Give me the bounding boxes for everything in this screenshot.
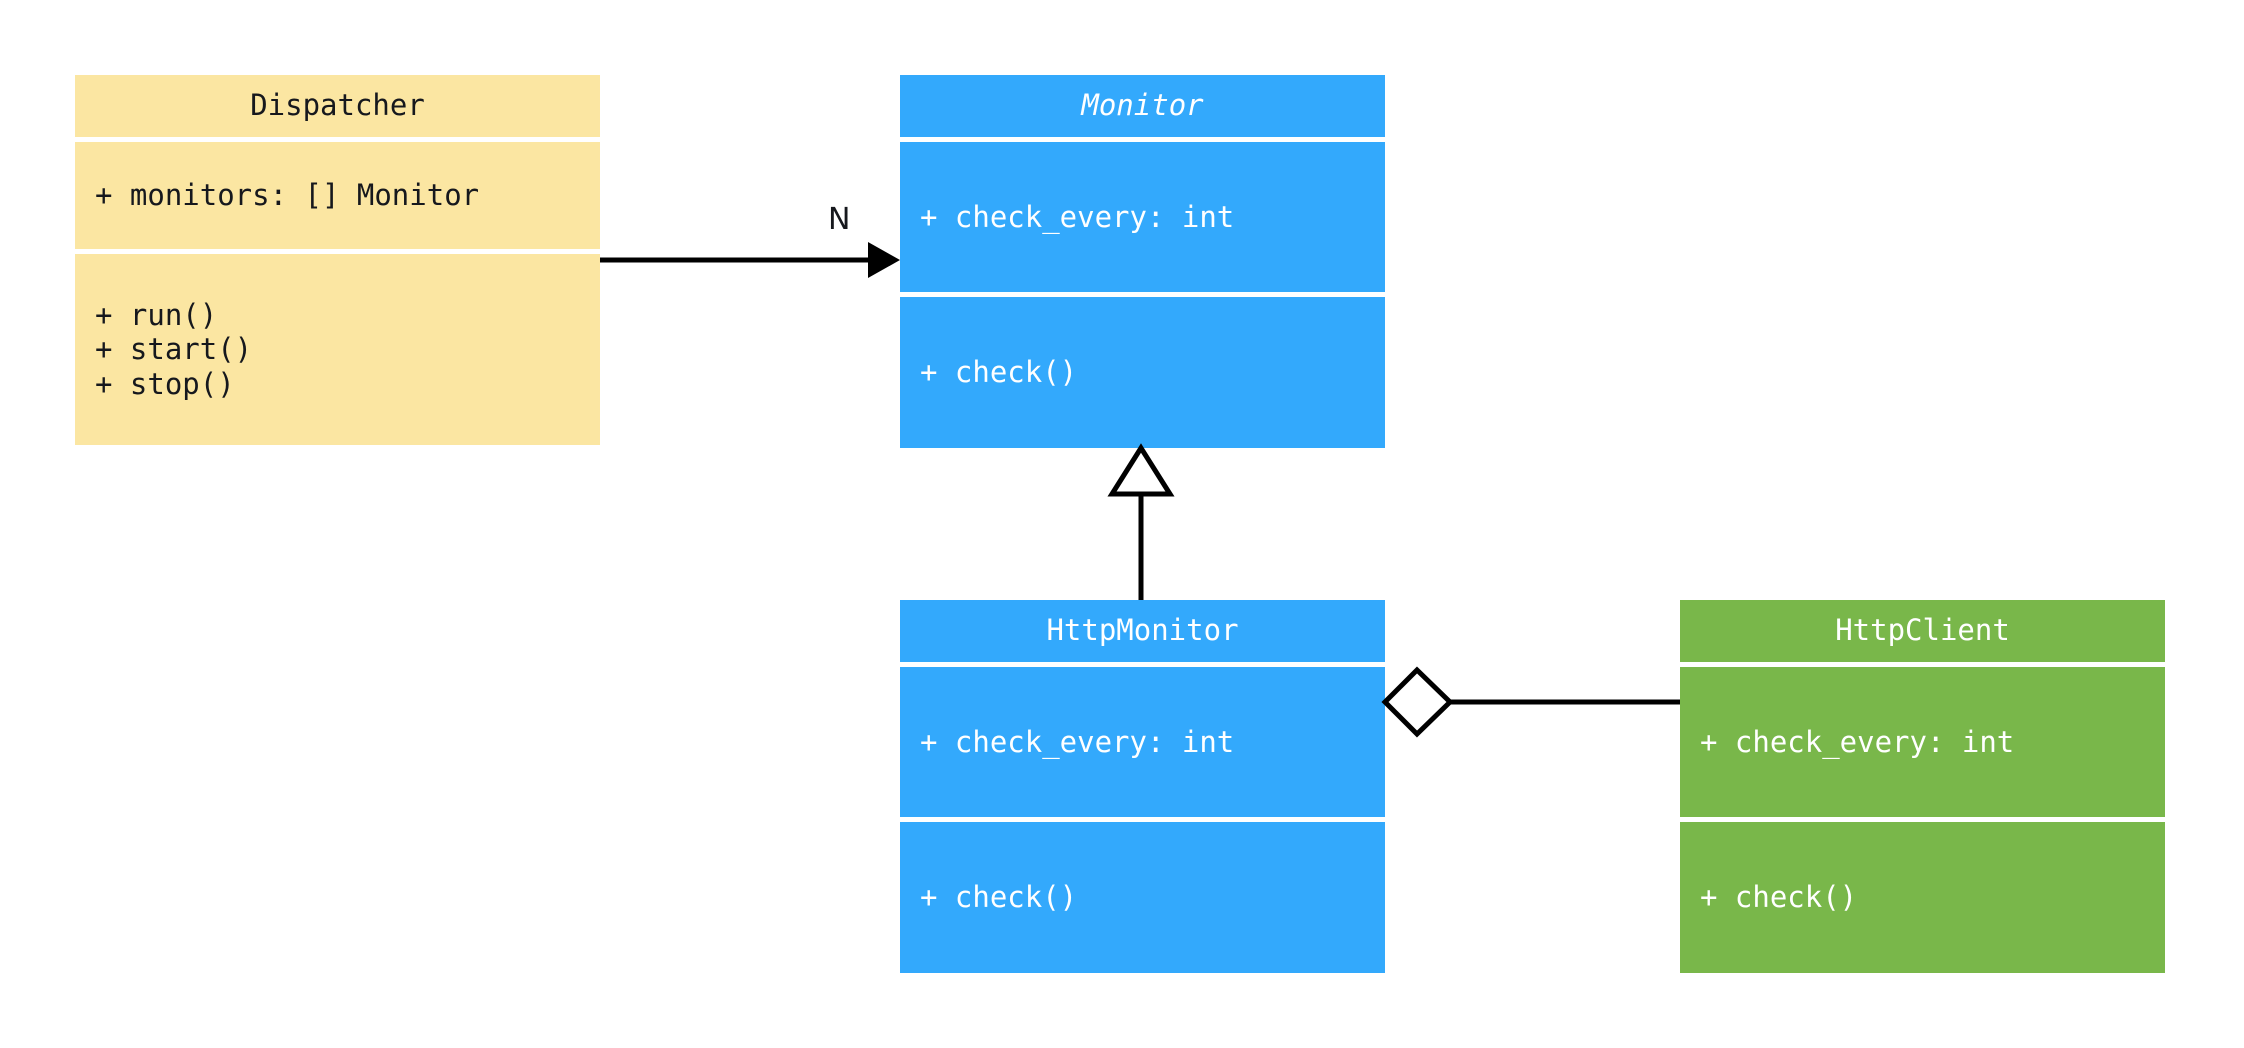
association-multiplicity-label: N	[828, 202, 851, 237]
class-methods-compartment-dispatcher: + run() + start() + stop()	[75, 254, 600, 445]
class-attributes-compartment-monitor: + check_every: int	[900, 142, 1385, 292]
class-attributes-compartment-dispatcher: + monitors: [] Monitor	[75, 142, 600, 249]
class-box-httpclient[interactable]: HttpClient + check_every: int + check()	[1680, 600, 2165, 973]
attribute-item: + check_every: int	[1700, 724, 2015, 759]
class-methods-compartment-monitor: + check()	[900, 297, 1385, 448]
hollow-triangle-icon	[1107, 443, 1175, 497]
class-name-monitor: Monitor	[1081, 88, 1204, 123]
attribute-item: + check_every: int	[920, 724, 1235, 759]
method-item: + start()	[95, 332, 253, 367]
filled-arrow-icon	[868, 242, 900, 278]
class-title-compartment-monitor: Monitor	[900, 75, 1385, 137]
class-name-httpclient: HttpClient	[1835, 613, 2010, 648]
class-name-dispatcher: Dispatcher	[250, 88, 425, 123]
method-item: + run()	[95, 298, 218, 333]
association-dispatcher-to-monitor	[600, 242, 900, 278]
method-list-dispatcher: + run() + start() + stop()	[75, 298, 600, 401]
method-list-httpmonitor: + check()	[900, 880, 1385, 914]
class-methods-compartment-httpclient: + check()	[1680, 822, 2165, 973]
method-item: + check()	[920, 880, 1078, 915]
class-attributes-compartment-httpclient: + check_every: int	[1680, 667, 2165, 817]
class-name-httpmonitor: HttpMonitor	[1046, 613, 1239, 648]
method-list-monitor: + check()	[900, 355, 1385, 389]
method-item: + check()	[920, 355, 1078, 390]
class-attributes-compartment-httpmonitor: + check_every: int	[900, 667, 1385, 817]
generalization-httpmonitor-to-monitor	[1107, 443, 1175, 600]
method-list-httpclient: + check()	[1680, 880, 2165, 914]
attribute-list-monitor: + check_every: int	[900, 200, 1385, 234]
attribute-item: + check_every: int	[920, 199, 1235, 234]
class-box-httpmonitor[interactable]: HttpMonitor + check_every: int + check()	[900, 600, 1385, 973]
class-title-compartment-httpclient: HttpClient	[1680, 600, 2165, 662]
attribute-list-dispatcher: + monitors: [] Monitor	[75, 178, 600, 212]
method-item: + check()	[1700, 880, 1858, 915]
class-title-compartment-dispatcher: Dispatcher	[75, 75, 600, 137]
class-methods-compartment-httpmonitor: + check()	[900, 822, 1385, 973]
aggregation-httpmonitor-to-httpclient	[1381, 666, 1680, 738]
method-item: + stop()	[95, 366, 235, 401]
class-title-compartment-httpmonitor: HttpMonitor	[900, 600, 1385, 662]
attribute-list-httpmonitor: + check_every: int	[900, 725, 1385, 759]
class-box-dispatcher[interactable]: Dispatcher + monitors: [] Monitor + run(…	[75, 75, 600, 445]
attribute-item: + monitors: [] Monitor	[95, 178, 480, 213]
attribute-list-httpclient: + check_every: int	[1680, 725, 2165, 759]
class-box-monitor[interactable]: Monitor + check_every: int + check()	[900, 75, 1385, 448]
hollow-diamond-icon	[1381, 666, 1454, 738]
